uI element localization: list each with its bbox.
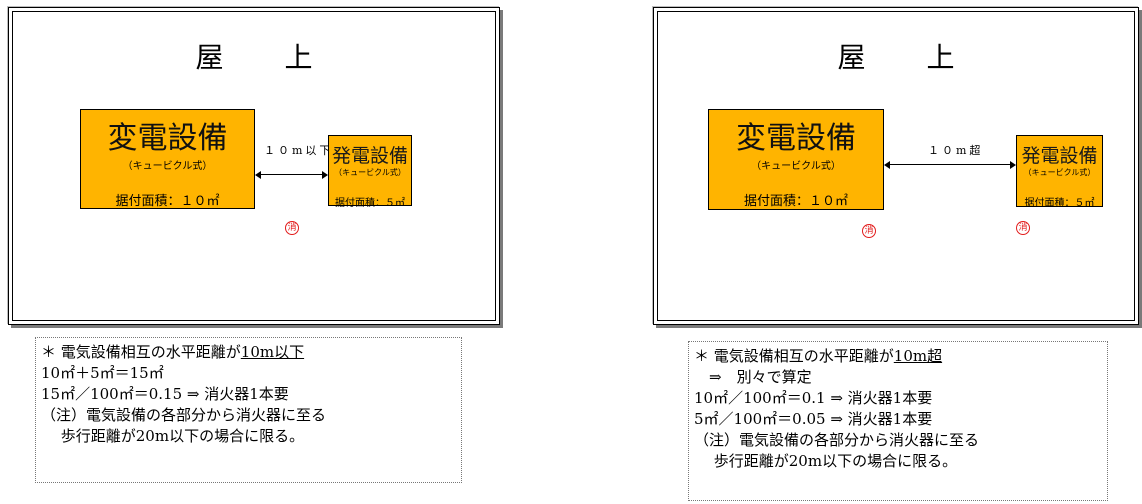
generator-name: 発電設備: [331, 145, 408, 167]
note-condition-emphasis: 10m超: [893, 347, 943, 365]
note-line-1: ＊ 電気設備相互の水平距離が10m超: [694, 346, 1107, 367]
extinguisher-symbol: 消: [285, 221, 299, 235]
note-condition: ＊ 電気設備相互の水平距離が: [694, 347, 894, 365]
generator-area: 据付面積：５㎡: [335, 198, 405, 209]
distance-label: １０m以下: [264, 144, 334, 157]
generator-area: 据付面積：５㎡: [1024, 198, 1095, 209]
note-line: 15㎡／100㎡＝0.15 ⇒ 消火器1本要: [41, 385, 289, 403]
note-line: ⇒ 別々で算定: [694, 368, 812, 386]
note-box-right: ＊ 電気設備相互の水平距離が10m超 ⇒ 別々で算定 10㎡／100㎡＝0.1 …: [688, 341, 1108, 501]
note-line: （注）電気設備の各部分から消火器に至る: [41, 406, 327, 424]
note-condition-emphasis: 10m以下: [240, 343, 305, 361]
substation-box: 変電設備 （キュービクル式） 据付面積：１０㎡: [80, 109, 255, 209]
distance-arrow: [884, 160, 1016, 170]
generator-type: （キュービクル式）: [334, 168, 406, 177]
generator-type: （キュービクル式）: [1023, 168, 1096, 177]
distance-label: １０m超: [928, 144, 984, 157]
note-line-1: ＊ 電気設備相互の水平距離が10m以下: [41, 342, 461, 363]
generator-box: 発電設備 （キュービクル式） 据付面積：５㎡: [1016, 135, 1103, 209]
note-line: 5㎡／100㎡＝0.05 ⇒ 消火器1本要: [694, 410, 933, 428]
note-line: （注）電気設備の各部分から消火器に至る: [694, 431, 980, 449]
substation-name: 変電設備: [736, 121, 856, 156]
substation-type: （キュービクル式）: [751, 161, 841, 172]
generator-box: 発電設備 （キュービクル式） 据付面積：５㎡: [328, 135, 412, 209]
roof-label: 屋 上: [837, 41, 981, 74]
note-condition: ＊ 電気設備相互の水平距離が: [41, 343, 241, 361]
extinguisher-symbol: 消: [862, 224, 876, 238]
substation-area: 据付面積：１０㎡: [115, 194, 220, 209]
generator-name: 発電設備: [1021, 145, 1098, 167]
roof-frame-inner-right: [657, 11, 1135, 321]
extinguisher-symbol: 消: [1016, 221, 1030, 235]
note-line: 歩行距離が20m以下の場合に限る。: [694, 452, 958, 470]
roof-frame-inner-left: [12, 11, 496, 321]
roof-frame-left: 屋 上 変電設備 （キュービクル式） 据付面積：１０㎡ １０m以下 発電設備 （…: [8, 7, 500, 325]
substation-area: 据付面積：１０㎡: [743, 194, 848, 209]
note-line: 10㎡／100㎡＝0.1 ⇒ 消火器1本要: [694, 389, 933, 407]
substation-name: 変電設備: [107, 121, 228, 156]
note-line: 歩行距離が20m以下の場合に限る。: [41, 427, 305, 445]
substation-type: （キュービクル式）: [122, 161, 213, 172]
roof-label: 屋 上: [195, 41, 339, 74]
distance-arrow: [255, 170, 328, 180]
note-line: 10㎡＋5㎡＝15㎡: [41, 364, 164, 382]
note-box-left: ＊ 電気設備相互の水平距離が10m以下 10㎡＋5㎡＝15㎡ 15㎡／100㎡＝…: [35, 337, 462, 483]
substation-box: 変電設備 （キュービクル式） 据付面積：１０㎡: [708, 109, 884, 210]
roof-frame-right: 屋 上 変電設備 （キュービクル式） 据付面積：１０㎡ １０m超 発電設備 （キ…: [653, 7, 1139, 325]
